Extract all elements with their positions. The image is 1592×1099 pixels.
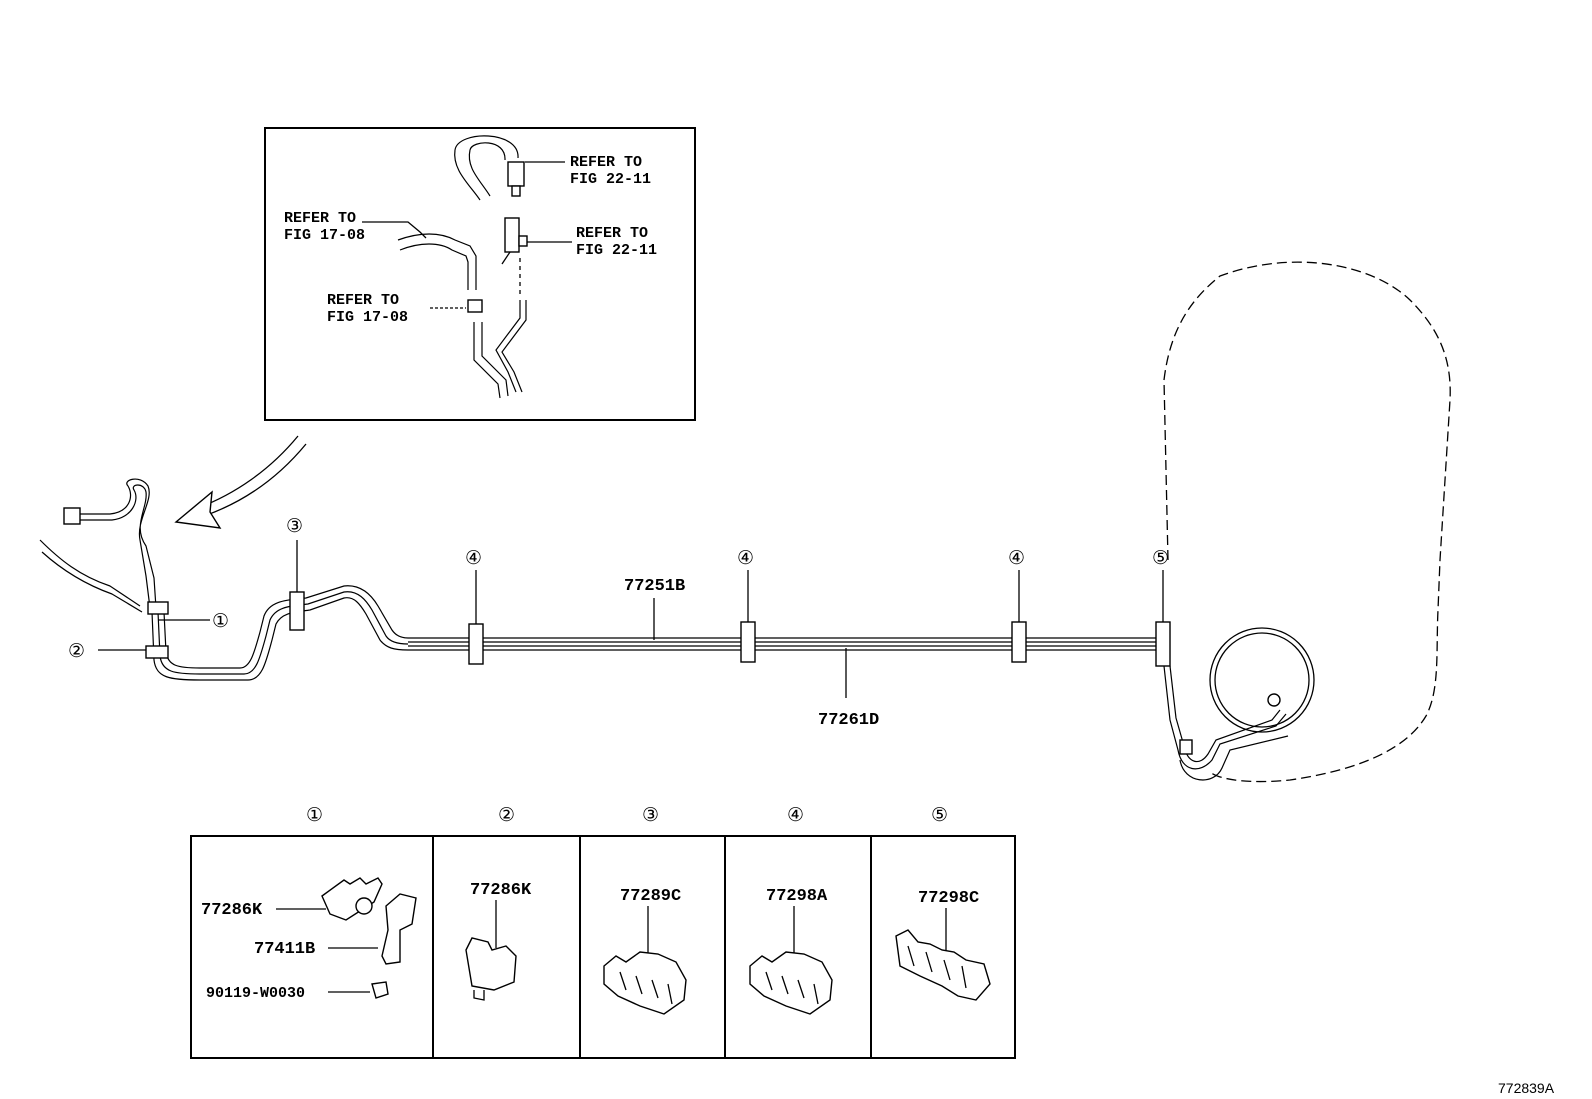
table-header-2: ② (498, 805, 515, 826)
ref-2-line2: FIG 17-08 (284, 227, 365, 244)
callout-4c: ④ (1008, 548, 1025, 569)
ref-2-line1: REFER TO (284, 210, 356, 227)
diagram-callouts: ① ② ③ ④ ④ ④ ⑤ (68, 516, 1169, 662)
clamp-77286k-icon (321, 877, 383, 921)
table-header-4: ④ (787, 805, 804, 826)
ref-3-line1: REFER TO (576, 225, 648, 242)
part-77289c: 77289C (620, 887, 681, 906)
ref-1-line2: FIG 22-11 (570, 171, 651, 188)
callout-1: ① (212, 611, 229, 632)
callout-4b: ④ (737, 548, 754, 569)
callout-5: ⑤ (1152, 548, 1169, 569)
callout-4a: ④ (465, 548, 482, 569)
part-77286k-a: 77286K (201, 901, 263, 920)
part-90119-w0030: 90119-W0030 (206, 985, 305, 1002)
bracket-77411b-icon (381, 893, 417, 965)
part-77411b: 77411B (254, 940, 315, 959)
table-header-3: ③ (642, 805, 659, 826)
main-fuel-lines: 77251B 77261D (408, 577, 1171, 730)
tube-label-77251b: 77251B (624, 577, 685, 596)
clamp-77298a-icon (749, 951, 833, 1015)
ref-3-line2: FIG 22-11 (576, 242, 657, 259)
part-77298a: 77298A (766, 887, 828, 906)
tube-label-77261d: 77261D (818, 711, 879, 730)
ref-4-line1: REFER TO (327, 292, 399, 309)
clamp-77298c-icon (895, 929, 991, 1001)
bolt-icon (371, 981, 389, 999)
table-header-1: ① (306, 805, 323, 826)
parts-table: ① ② ③ ④ ⑤ 77286K 77411B 90119-W0030 7728… (190, 805, 1016, 1059)
fuel-tank-outline (1163, 261, 1451, 783)
inset-detail: REFER TO FIG 22-11 REFER TO FIG 17-08 RE… (264, 127, 696, 421)
callout-3: ③ (286, 516, 303, 537)
part-77298c: 77298C (918, 889, 979, 908)
clamp-77286k-icon-2 (465, 937, 517, 991)
ref-4-line2: FIG 17-08 (327, 309, 408, 326)
callout-2: ② (68, 641, 85, 662)
ref-1-line1: REFER TO (570, 154, 642, 171)
part-77286k-b: 77286K (470, 881, 532, 900)
figure-code: 772839A (1498, 1080, 1555, 1096)
table-header-5: ⑤ (931, 805, 948, 826)
front-pipe-assembly (39, 478, 409, 681)
clamp-77289c-icon (603, 951, 687, 1015)
pointer-arrow (174, 435, 307, 529)
